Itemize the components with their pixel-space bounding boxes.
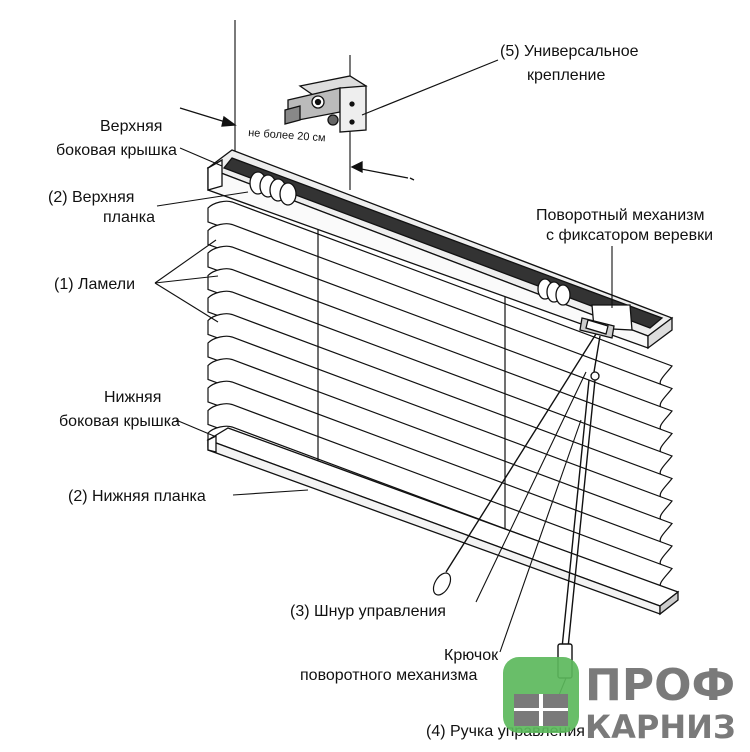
hook-label-line1: Крючок (444, 647, 499, 664)
bottom-cap-label-line1: Нижняя (104, 389, 161, 406)
prof-karniz-logo: ПРОФ КАРНИЗ (503, 657, 736, 746)
ladder-strings (317, 225, 506, 555)
universal-mount-label-line2: крепление (527, 67, 605, 84)
top-cap-label-line2: боковая крышка (56, 142, 177, 159)
slats-label: (1) Ламели (54, 276, 135, 293)
bottom-cap-label-line2: боковая крышка (59, 413, 180, 430)
control-cord (445, 333, 601, 573)
logo-word-prof: ПРОФ (585, 660, 735, 711)
spool-right (537, 278, 571, 306)
control-cord-label: (3) Шнур управления (290, 603, 446, 620)
tilt-mechanism-label-line2: с фиксатором веревки (546, 227, 713, 244)
tilt-hook (590, 371, 600, 381)
bottom-side-cap (207, 434, 217, 453)
slats (207, 200, 673, 612)
top-cap-label-line1: Верхняя (100, 118, 162, 135)
max-distance-label: не более 20 см (248, 127, 326, 144)
top-rail-label-line1: (2) Верхняя (48, 189, 134, 206)
top-rail-label-line2: планка (103, 209, 155, 226)
universal-bracket (284, 75, 368, 133)
distance-arrows (179, 107, 415, 181)
tilt-mechanism-label-line1: Поворотный механизм (536, 207, 704, 224)
bracket-pointer (361, 59, 499, 116)
logo-word-karniz: КАРНИЗ (585, 708, 736, 746)
bottom-rail (206, 427, 680, 616)
cord-tassel (432, 572, 452, 596)
top-rail (206, 149, 674, 350)
spool-left (249, 171, 297, 206)
label-pointers (154, 147, 613, 723)
universal-mount-label-line1: (5) Универсальное (500, 43, 639, 60)
hook-label-line2: поворотного механизма (300, 667, 477, 684)
bottom-rail-label: (2) Нижняя планка (68, 488, 206, 505)
